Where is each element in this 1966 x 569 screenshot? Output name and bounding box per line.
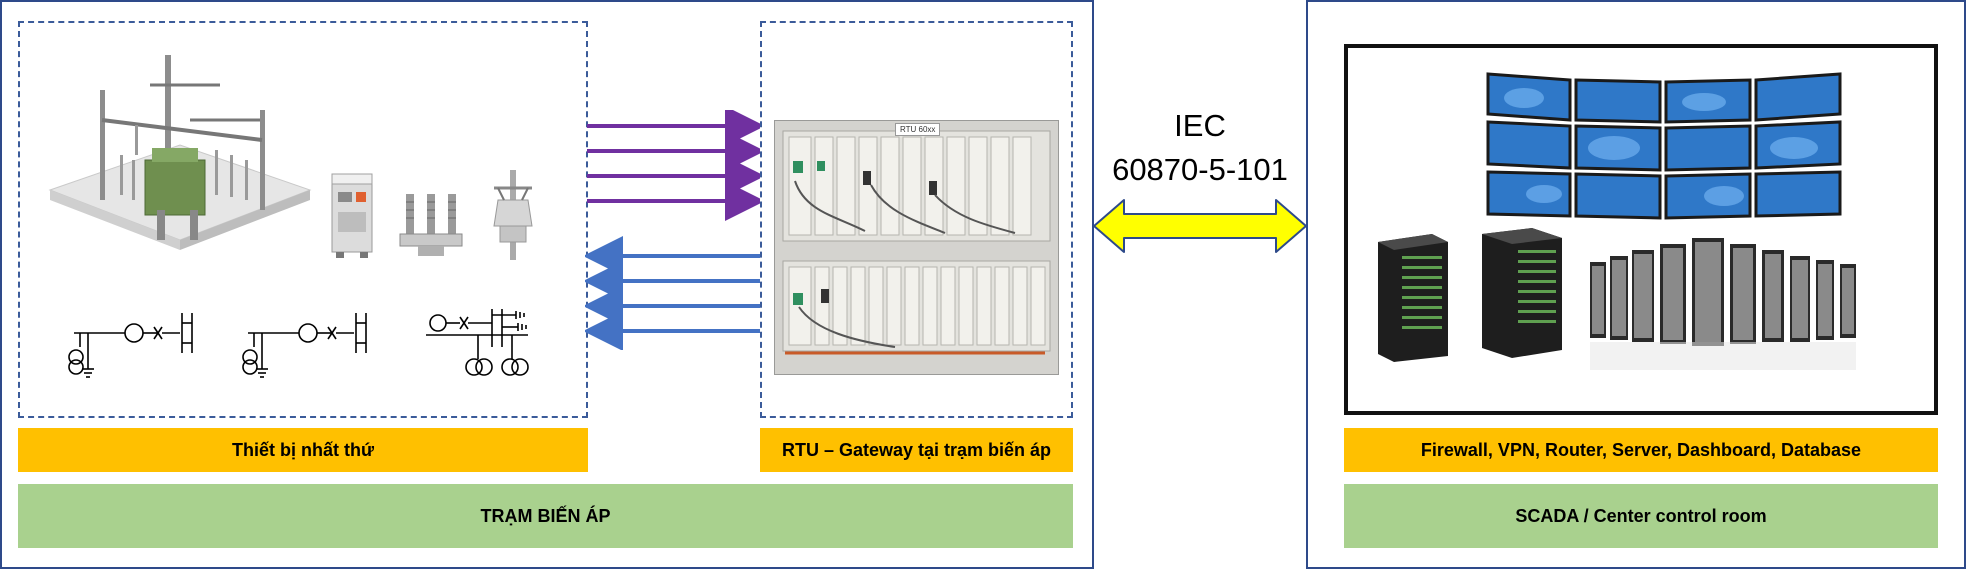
rtu-plate: RTU 60xx [895,123,941,136]
sld-feeder-3-icon [426,309,529,376]
rtu-rack-icon: RTU 60xx [774,120,1059,375]
station-label: TRẠM BIẾN ÁP [18,484,1073,548]
downlink-arrows [585,236,761,350]
substation-yard-icon [48,55,312,250]
control-room-frame [1344,44,1938,415]
protocol-label: IEC 60870-5-101 [1094,104,1306,192]
bidirectional-arrow-icon [1093,199,1307,253]
pole-recloser-icon [493,170,533,260]
sld-feeder-2-icon [242,313,367,378]
protocol-line-1: IEC [1174,108,1226,143]
sld-feeder-1-icon [68,313,193,378]
server-farm-icon [1590,238,1856,370]
disconnector-icon [399,194,463,256]
protocol-line-2: 60870-5-101 [1112,152,1288,187]
rtu-label: RTU – Gateway tại trạm biến áp [760,428,1073,472]
primary-equipment-label: Thiết bị nhất thứ [18,428,588,472]
scada-room-label: SCADA / Center control room [1344,484,1938,548]
uplink-arrows [587,110,765,221]
video-wall-icon [1486,72,1842,220]
circuit-breaker-cabinet-icon [331,173,373,258]
server-racks-icon [1378,228,1562,362]
control-center-components-label: Firewall, VPN, Router, Server, Dashboard… [1344,428,1938,472]
signal-arrows [585,110,765,350]
